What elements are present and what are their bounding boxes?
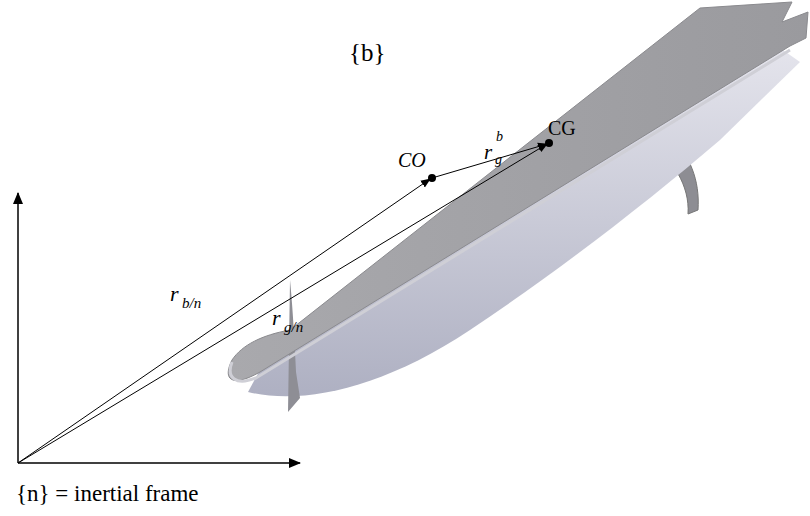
vector-r-bn: [18, 179, 430, 463]
vector-subscript: g/n: [284, 320, 303, 335]
vector-symbol: r: [272, 307, 281, 329]
co-point: [428, 174, 436, 182]
deck: [228, 2, 808, 381]
cg-point: [545, 139, 553, 147]
axis-right: [18, 462, 300, 464]
hull: [248, 48, 800, 396]
vector-subscript: g: [495, 153, 502, 167]
point-label: CO: [398, 150, 426, 170]
vector-symbol: r: [170, 283, 179, 305]
deck-edge: [230, 50, 790, 381]
vector-symbol: r: [484, 142, 492, 163]
axis-up: [17, 193, 19, 463]
vector-subscript: b/n: [182, 296, 201, 311]
frame-label: {b}: [349, 40, 386, 65]
vector-r-gn: [18, 144, 547, 463]
frame-caption: {n} = inertial frame: [16, 482, 199, 505]
point-label: CG: [548, 118, 576, 138]
vector-superscript: b: [496, 130, 503, 144]
skeg-tip: [286, 288, 292, 289]
